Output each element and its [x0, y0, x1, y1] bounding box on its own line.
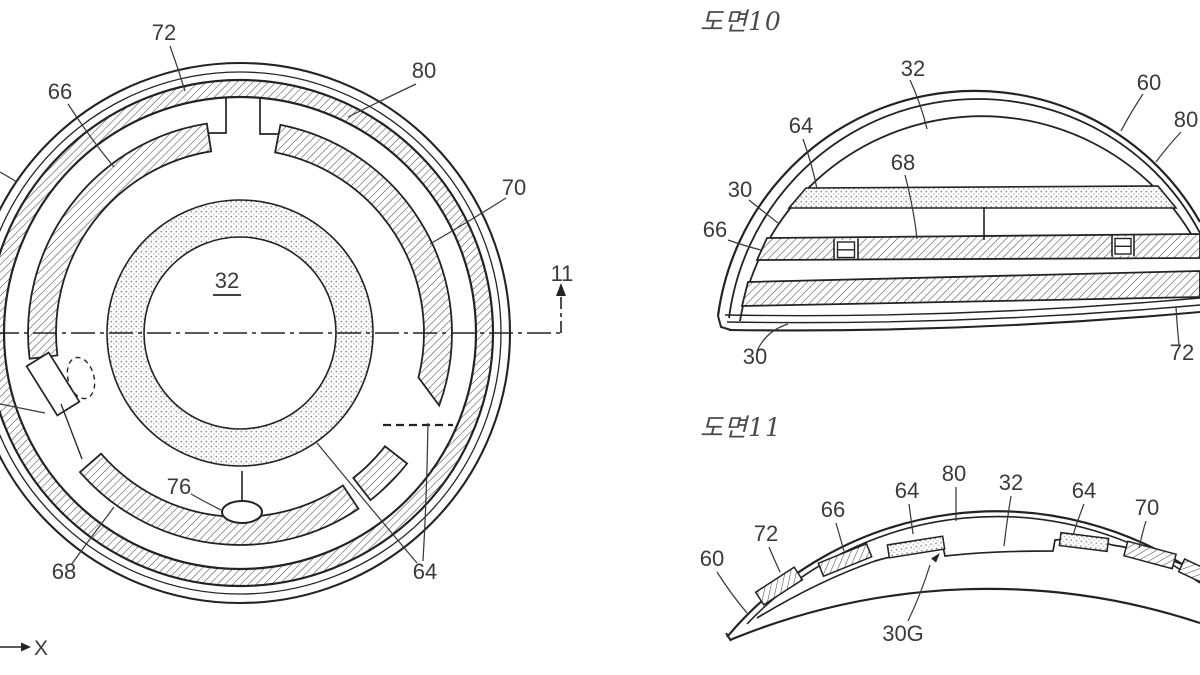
component-66	[817, 542, 873, 578]
strip-bottom-surface	[729, 587, 1200, 642]
leader-64-b	[422, 422, 429, 562]
leader-80	[347, 83, 417, 118]
leader-76	[190, 493, 222, 511]
lead-channel-right-line	[259, 98, 278, 135]
x-axis-label: X	[34, 637, 48, 660]
dome-left-tip-edge	[717, 315, 732, 331]
chip-connection-line	[60, 403, 83, 460]
component-70	[1122, 540, 1178, 570]
figure-11-cross-section: 도면11 60 72 66 64 80 32 64 70	[700, 413, 1200, 646]
leader-fig11-66	[835, 522, 845, 552]
ref-label-fig11-32: 32	[999, 470, 1023, 495]
component-64-left	[886, 535, 946, 559]
leader-fig11-72	[768, 546, 781, 573]
ref-label-32: 32	[215, 268, 239, 293]
ref-label-fig10-60: 60	[1137, 70, 1161, 95]
ref-label-fig11-60: 60	[700, 546, 724, 571]
cropped-leader-line-left	[0, 403, 46, 414]
base-bottom-line	[728, 310, 1200, 332]
ref-label-68: 68	[52, 559, 76, 584]
ref-label-fig10-68: 68	[891, 150, 915, 175]
dome-film-layer-line	[739, 115, 1200, 322]
ref-label-11: 11	[551, 261, 574, 286]
leader-64-a	[316, 442, 418, 564]
ref-label-fig11-64-left: 64	[895, 478, 919, 503]
leader-fig11-30g	[907, 564, 931, 622]
ref-label-fig11-70: 70	[1135, 495, 1159, 520]
leader-fig11-64-left	[908, 503, 914, 535]
leader-fig10-64	[802, 138, 818, 190]
substrate-line-1	[726, 304, 1200, 324]
step-pointer-arrow-icon	[931, 553, 940, 563]
ref-label-fig11-64-right: 64	[1072, 478, 1096, 503]
stippled-display-layer	[787, 185, 1178, 209]
cropped-leader-line-top-left	[0, 171, 18, 183]
ref-label-fig10-32: 32	[901, 56, 925, 81]
leader-68	[70, 506, 115, 566]
side-component-chip	[25, 351, 81, 417]
dome-inner-surface	[728, 98, 1200, 319]
ref-label-fig11-80: 80	[942, 461, 966, 486]
strip-left-tip-edge	[725, 632, 732, 642]
ref-label-fig10-64: 64	[789, 113, 813, 138]
electrode-arc-small-bottom-right	[352, 445, 409, 502]
component-72	[754, 566, 804, 606]
ref-label-fig10-80: 80	[1174, 107, 1198, 132]
leader-fig10-80	[1155, 131, 1182, 163]
ref-label-fig11-72: 72	[754, 521, 778, 546]
leader-fig11-70	[1138, 520, 1147, 549]
leader-fig10-30-bottom	[756, 323, 789, 352]
ref-label-fig10-72: 72	[1170, 340, 1194, 365]
leader-fig10-72	[1175, 306, 1180, 346]
ref-label-64: 64	[413, 559, 437, 584]
lower-hatched-layer	[740, 270, 1200, 307]
leader-fig10-30-top	[748, 199, 779, 224]
ref-label-fig11-66: 66	[821, 497, 845, 522]
connector-block-2	[1111, 235, 1135, 257]
ref-label-fig10-66: 66	[703, 217, 727, 242]
leader-66	[67, 103, 115, 168]
leader-fig11-60	[716, 571, 748, 614]
connector-block-1	[833, 238, 859, 260]
figure-10-cross-section: 도면10 32	[700, 7, 1200, 369]
leader-fig10-68	[904, 174, 918, 240]
ref-label-72: 72	[152, 20, 176, 45]
component-64-right	[1058, 531, 1110, 553]
display-ring-outer-boundary	[106, 199, 374, 467]
lead-channel-left-line	[208, 98, 227, 134]
dome-outer-surface	[716, 89, 1200, 317]
figure-10-title: 도면10	[700, 7, 782, 36]
section-up-arrow-icon	[556, 283, 566, 296]
hidden-feature-dashed-ellipse	[66, 356, 96, 400]
leader-fig10-66	[727, 239, 762, 251]
ref-label-66: 66	[48, 79, 72, 104]
leader-70	[429, 197, 507, 245]
strip-body-surface	[756, 538, 1200, 619]
leader-fig10-60	[1120, 93, 1144, 132]
lens-top-view-figure: X 72 66 80 70 32 11 76 68 64	[0, 20, 573, 660]
x-axis-arrow-icon	[21, 642, 31, 652]
ref-label-80: 80	[412, 58, 436, 83]
ref-label-fig11-30g: 30G	[882, 621, 924, 646]
ref-label-76: 76	[167, 474, 191, 499]
electrode-arc-bottom	[78, 452, 360, 546]
ref-label-70: 70	[502, 175, 526, 200]
leader-fig11-32	[1003, 495, 1012, 547]
middle-hatched-layer	[755, 233, 1200, 261]
strip-film-layer-line	[746, 515, 1200, 625]
sensor-dot	[221, 500, 263, 524]
component-edge-partial	[1177, 558, 1200, 588]
figure-11-title: 도면11	[700, 413, 782, 442]
display-ring-inner-boundary	[143, 236, 337, 430]
leader-fig10-32	[909, 79, 928, 130]
ref-label-fig10-30-bottom: 30	[743, 344, 767, 369]
ref-label-fig10-30-top: 30	[728, 177, 752, 202]
electrode-arc-right	[274, 123, 453, 408]
substrate-line-2	[724, 297, 1200, 317]
leader-72	[169, 45, 186, 92]
leader-fig11-64-right	[1072, 503, 1085, 536]
